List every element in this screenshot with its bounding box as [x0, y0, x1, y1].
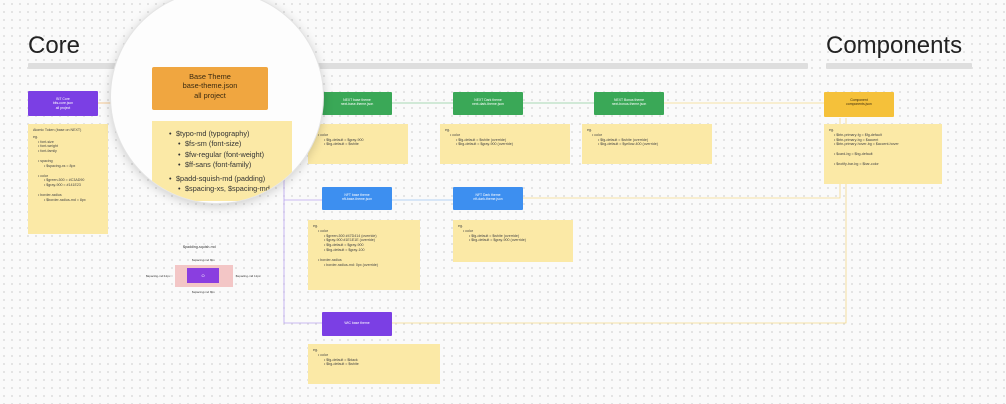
- note-line: • $bg-default = $gray-100: [324, 247, 365, 252]
- magnified-token: $spacing-xs, $spacing-md: [169, 184, 292, 195]
- note-nft-dark: eg.• color• $fg-default = $white (overri…: [453, 220, 573, 262]
- note-line: • $btn-primary-bg = $accent: [834, 137, 879, 142]
- note-line: • color: [450, 132, 461, 137]
- magnified-base-theme-node[interactable]: Base Theme base-theme.json all project: [152, 67, 268, 110]
- note-line: • $green-500 = #C3AD90: [44, 178, 85, 183]
- note-line: • $gray-900 #1E1E1E (override): [324, 238, 375, 243]
- note-line: • color: [318, 132, 329, 137]
- spacing-label-right: $spacing-md 12px: [236, 274, 261, 278]
- magnifier-lens: Base Theme base-theme.json all project $…: [110, 0, 324, 204]
- note-line: • $notify-bar-bg = $bar-color: [834, 161, 879, 166]
- node-nft-base[interactable]: NFT base theme nft-base-theme.json: [322, 187, 392, 210]
- note-line: eg.: [829, 128, 834, 132]
- connector-wic-to-component: [392, 118, 847, 324]
- node-wic-base[interactable]: WIC base theme: [322, 312, 392, 336]
- node-next-base[interactable]: NEXT base theme next-base-theme.json: [322, 92, 392, 115]
- node-next-dark[interactable]: NEXT Dark theme next-dark-theme.json: [453, 92, 523, 115]
- note-line: • color: [592, 132, 603, 137]
- note-atomic-token: Atomic Token (base on NEXT) eg.• font-si…: [28, 124, 108, 234]
- note-line: • font-weight: [38, 144, 58, 149]
- connector-base-to-wic: [283, 200, 322, 324]
- note-line: • $fg-default = $gray-900: [324, 243, 364, 248]
- node-component[interactable]: Component components.json: [824, 92, 894, 117]
- note-line: • $fg-default = $gray-900: [324, 137, 364, 142]
- note-next-bonus: eg.• color• $fg-default = $white (overri…: [582, 124, 712, 164]
- note-line: • $fg-default = $white (override): [469, 233, 520, 238]
- spacing-label-bottom: $spacing-md 8px: [192, 290, 215, 294]
- note-line: • border-radius: [318, 257, 342, 262]
- note-line: • border-radius-md: 0px (override): [324, 262, 378, 267]
- note-line: • $bg-default = $gray-900 (override): [469, 238, 526, 243]
- note-line: • $green-500 #47D414 (override): [324, 233, 377, 238]
- note-line: • $bg-default = $yellow-400 (override): [598, 142, 658, 147]
- note-line: • $fg-default = $white (override): [598, 137, 649, 142]
- magnified-token-group: $typo-md (typography): [169, 129, 292, 140]
- note-line: • $bg-default = $white: [324, 142, 359, 147]
- note-next-dark: eg.• color• $fg-default = $white (overri…: [440, 124, 570, 164]
- node-bit-core[interactable]: BIT Core bits-core.json all project: [28, 91, 98, 116]
- note-line: • font-family: [38, 149, 57, 154]
- note-line: eg.: [313, 224, 318, 228]
- note-line: • color: [318, 228, 329, 233]
- magnified-token-group: $padd-squish-md (padding): [169, 174, 292, 185]
- note-line: • $btn-primary-fg = $fg-default: [834, 132, 882, 137]
- section-bar-core: [28, 63, 808, 69]
- note-line: • $fg-default = $white (override): [456, 137, 507, 142]
- magnified-token: $ff-sans (font-family): [169, 160, 292, 171]
- spacing-label-left: $spacing-md 12px: [146, 274, 171, 278]
- note-atomic-title: Atomic Token (base on NEXT): [33, 128, 82, 132]
- note-line: eg.: [33, 134, 38, 139]
- spacing-label-top: $spacing-md 8px: [192, 258, 215, 262]
- spacing-example-title: $padding-squish-md: [183, 245, 216, 249]
- spacing-example-content: O: [187, 268, 219, 283]
- note-line: • $fg-default = $black: [324, 357, 358, 362]
- note-line: eg.: [445, 128, 450, 132]
- note-line: • $bg-default = $white: [324, 362, 359, 367]
- section-title-core: Core: [28, 32, 81, 59]
- note-line: • $card-bg = $bg-default: [834, 152, 873, 157]
- section-bar-components: [826, 63, 972, 69]
- note-component: eg.• $btn-primary-fg = $fg-default• $btn…: [824, 124, 942, 184]
- note-line: • $gray-900 = #141E23: [44, 183, 81, 188]
- note-line: • $spacing-xs = 8px: [44, 163, 76, 168]
- note-line: • $border-radius-md = 8px: [44, 197, 86, 202]
- magnified-token: $fs-sm (font-size): [169, 139, 292, 150]
- note-nft-base: eg.• color• $green-500 #47D414 (override…: [308, 220, 420, 290]
- note-next-base: eg.• color• $fg-default = $gray-900• $bg…: [308, 124, 408, 164]
- note-line: • color: [318, 352, 329, 357]
- note-line: • font-size: [38, 139, 54, 144]
- section-title-components: Components: [826, 32, 963, 59]
- note-line: • border-radius: [38, 192, 62, 197]
- magnified-base-theme-note: $typo-md (typography)$fs-sm (font-size)$…: [152, 121, 292, 201]
- magnified-token: $fw-regular (font-weight): [169, 150, 292, 161]
- note-line: • spacing: [38, 158, 53, 163]
- note-line: • color: [463, 228, 474, 233]
- note-line: • $btn-primary-hover-bg = $accent-hover: [834, 142, 899, 147]
- note-line: • color: [38, 173, 49, 178]
- node-nft-dark[interactable]: NFT Dark theme nft-dark-theme.json: [453, 187, 523, 210]
- note-line: • $bg-default = $gray-900 (override): [456, 142, 513, 147]
- note-line: eg.: [587, 128, 592, 132]
- note-line: eg.: [458, 224, 463, 228]
- node-next-bonus[interactable]: NEXT Bonus theme next-bonus-theme.json: [594, 92, 664, 115]
- note-wic-base: eg.• color• $fg-default = $black• $bg-de…: [308, 344, 440, 384]
- note-line: eg.: [313, 348, 318, 352]
